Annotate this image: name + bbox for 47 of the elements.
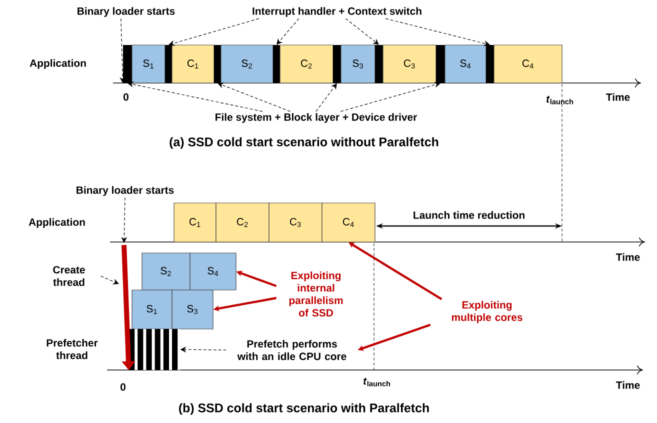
row-label: Application bbox=[30, 59, 86, 69]
time-slot-box: C$_{4}$ bbox=[322, 202, 376, 242]
note-text: Binary loader starts bbox=[78, 7, 175, 17]
row-label: Application bbox=[28, 218, 85, 228]
pointer-arrow bbox=[100, 276, 119, 284]
caption: (a) SSD cold start scenario without Paralfetch bbox=[170, 137, 438, 149]
note-text: Interrupt handler + Context switch bbox=[252, 7, 422, 17]
axis-label: Time bbox=[616, 253, 640, 261]
time-slot-box: C$_{1}$ bbox=[172, 44, 214, 84]
time-slot-box: S$_{1}$ bbox=[132, 44, 166, 84]
time-slot-box: S$_{1}$ bbox=[132, 290, 172, 330]
time-slot-box: C$_{2}$ bbox=[216, 202, 270, 242]
pointer-arrow bbox=[345, 18, 379, 45]
note-text: Create thread bbox=[53, 266, 85, 286]
note-text: Binary loader starts bbox=[76, 186, 174, 196]
dimension-label: Launch time reduction bbox=[414, 211, 524, 219]
time-mark: t$_{launch}$ bbox=[363, 378, 390, 386]
pointer-arrow bbox=[168, 18, 260, 46]
time-slot-box: C$_{3}$ bbox=[382, 44, 436, 84]
time-slot-box: S$_{3}$ bbox=[172, 290, 214, 330]
time-slot-box: S$_{4}$ bbox=[444, 44, 486, 84]
time-slot-box: S$_{4}$ bbox=[190, 252, 236, 290]
time-slot-box: S$_{3}$ bbox=[340, 44, 376, 84]
row-label: Prefetcher thread bbox=[46, 338, 98, 360]
arrow bbox=[348, 242, 442, 300]
time-slot-box: S$_{2}$ bbox=[220, 44, 274, 84]
pointer-arrow bbox=[316, 83, 337, 112]
origin-label: 0 bbox=[124, 93, 128, 101]
pointer-arrow bbox=[340, 82, 440, 112]
time-slot-box: S$_{2}$ bbox=[142, 252, 190, 290]
annotation: Exploiting multiple cores bbox=[452, 300, 522, 324]
origin-label: 0 bbox=[120, 383, 126, 391]
time-slot-box: C$_{3}$ bbox=[268, 202, 322, 242]
time-mark: t$_{launch}$ bbox=[546, 96, 574, 104]
axis-label: Time bbox=[616, 381, 640, 389]
annotation: Exploiting internal parallelism of SSD bbox=[289, 271, 343, 317]
prefetch-block bbox=[129, 329, 180, 370]
pointer-arrow bbox=[385, 18, 490, 46]
axis-label: Time bbox=[606, 93, 630, 101]
note-text: File system + Block layer + Device driver bbox=[216, 113, 417, 123]
pointer-arrow bbox=[276, 18, 300, 45]
time-slot-box: C$_{4}$ bbox=[494, 44, 562, 84]
time-slot-box: C$_{1}$ bbox=[174, 202, 216, 242]
note-text: Prefetch performs with an idle CPU core bbox=[237, 340, 346, 360]
pointer-arrow bbox=[218, 82, 291, 112]
time-slot-box: C$_{2}$ bbox=[280, 44, 334, 84]
caption: (b) SSD cold start scenario with Paralfetch bbox=[179, 403, 429, 415]
